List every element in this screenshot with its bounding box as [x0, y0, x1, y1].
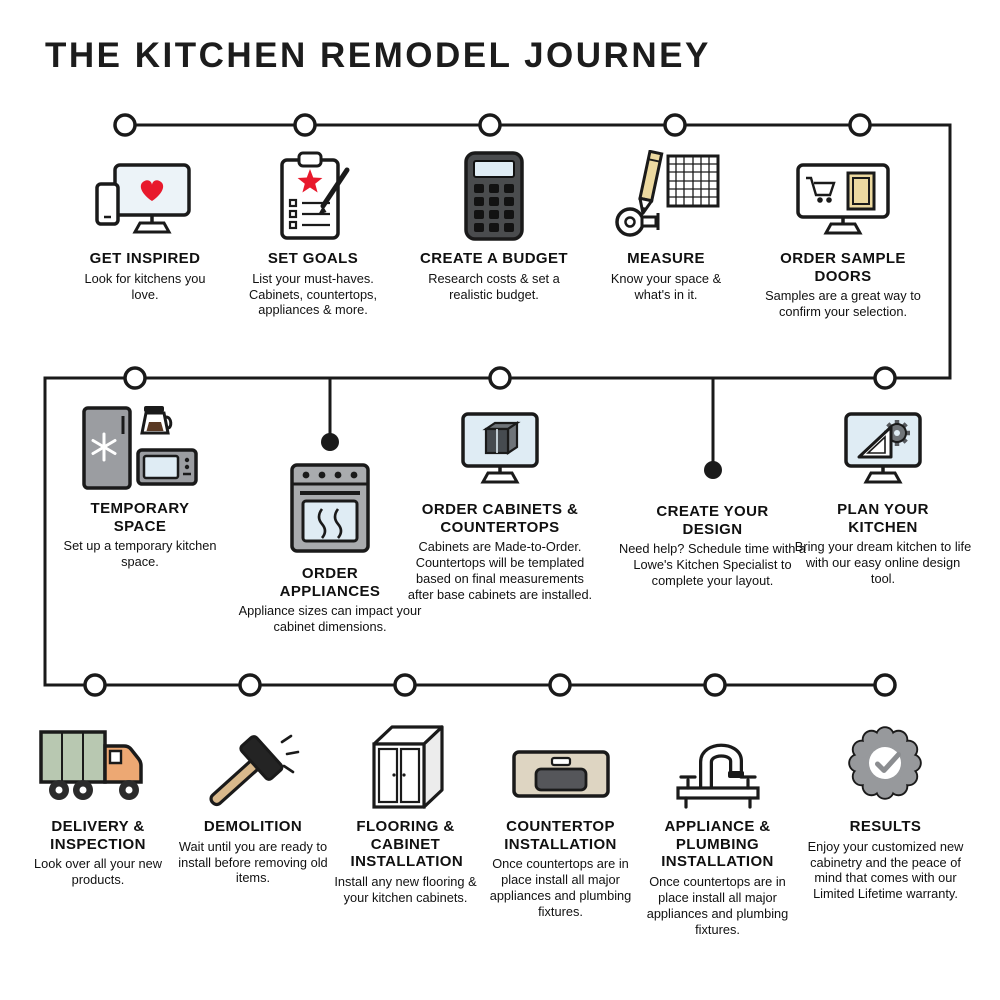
step-desc: Set up a temporary kitchen space. [63, 538, 217, 570]
step-desc: Research costs & set a realistic budget. [428, 270, 560, 302]
monitor-cart-door-icon [793, 146, 893, 242]
step-desc: Once countertops are in place install al… [489, 856, 632, 919]
step-title: ORDER APPLIANCES [279, 565, 381, 600]
warranty-badge-icon [838, 710, 934, 810]
step-title: ORDER SAMPLE DOORS [780, 250, 906, 285]
step-plan-your-kitchen: PLAN YOUR KITCHEN Bring your dream kitch… [793, 405, 973, 587]
step-desc: Look for kitchens you love. [84, 270, 206, 302]
step-order-cabinets-countertops: ORDER CABINETS & COUNTERTOPS Cabinets ar… [405, 405, 595, 603]
faucet-icon [668, 710, 768, 810]
step-desc: Appliance sizes can impact your cabinet … [238, 603, 422, 635]
step-desc: Bring your dream kitchen to life with ou… [794, 539, 972, 587]
countertop-sink-icon [509, 710, 613, 810]
step-desc: Once countertops are in place install al… [646, 874, 789, 937]
step-desc: Cabinets are Made-to-Order. Countertops … [407, 539, 593, 602]
step-title: DEMOLITION [203, 818, 303, 835]
step-desc: Need help? Schedule time with a Lowe's K… [618, 541, 807, 589]
step-title: GET INSPIRED [89, 250, 201, 267]
step-set-goals: SET GOALS List your must-haves. Cabinets… [233, 146, 393, 318]
step-desc: Enjoy your customized new cabinetry and … [807, 838, 964, 902]
step-demolition: DEMOLITION Wait until you are ready to i… [173, 710, 333, 886]
monitor-heart-icon [95, 146, 195, 242]
monitor-cabinet-icon [450, 405, 550, 493]
step-title: RESULTS [849, 818, 922, 835]
step-title: ORDER CABINETS & COUNTERTOPS [421, 501, 579, 536]
fridge-coffee-microwave-icon [80, 400, 200, 492]
step-create-your-design: CREATE YOUR DESIGN Need help? Schedule t… [615, 503, 810, 589]
step-title: CREATE A BUDGET [420, 250, 568, 267]
step-measure: MEASURE Know your space & what's in it. [596, 146, 736, 302]
clipboard-star-icon [270, 146, 356, 242]
step-results: RESULTS Enjoy your customized new cabine… [798, 710, 973, 902]
step-desc: Install any new flooring & your kitchen … [334, 874, 477, 905]
step-create-budget: CREATE A BUDGET Research costs & set a r… [414, 146, 574, 302]
step-title: CREATE YOUR DESIGN [656, 503, 769, 538]
step-desc: List your must-haves. Cabinets, countert… [248, 270, 378, 318]
measuring-tools-icon [610, 146, 722, 242]
step-order-appliances: ORDER APPLIANCES Appliance sizes can imp… [225, 455, 435, 635]
step-desc: Samples are a great way to confirm your … [765, 288, 921, 320]
step-get-inspired: GET INSPIRED Look for kitchens you love. [70, 146, 220, 302]
monitor-ruler-gear-icon [833, 405, 933, 493]
range-oven-icon [286, 455, 374, 557]
step-title: SET GOALS [267, 250, 359, 267]
step-countertop-installation: COUNTERTOP INSTALLATION Once countertops… [483, 710, 638, 920]
step-desc: Look over all your new products. [33, 856, 163, 888]
step-order-sample-doors: ORDER SAMPLE DOORS Samples are a great w… [758, 146, 928, 320]
step-flooring-cabinet-installation: FLOORING & CABINET INSTALLATION Install … [333, 710, 478, 906]
step-delivery-inspection: DELIVERY & INSPECTION Look over all your… [28, 710, 168, 888]
calculator-icon [459, 146, 529, 242]
step-title: PLAN YOUR KITCHEN [837, 501, 929, 536]
step-desc: Wait until you are ready to install befo… [178, 838, 328, 886]
step-title: FLOORING & CABINET INSTALLATION [350, 818, 464, 871]
kitchen-cabinet-icon [358, 710, 454, 810]
step-title: COUNTERTOP INSTALLATION [504, 818, 617, 853]
step-desc: Know your space & what's in it. [610, 270, 722, 302]
step-appliance-plumbing-installation: APPLIANCE & PLUMBING INSTALLATION Once c… [640, 710, 795, 938]
page-title: THE KITCHEN REMODEL JOURNEY [45, 36, 711, 75]
sledgehammer-icon [198, 710, 308, 810]
delivery-truck-icon [37, 710, 159, 810]
step-title: MEASURE [627, 250, 705, 267]
step-title: DELIVERY & INSPECTION [50, 818, 146, 853]
step-title: TEMPORARY SPACE [90, 500, 190, 535]
step-temporary-space: TEMPORARY SPACE Set up a temporary kitch… [55, 400, 225, 570]
step-title: APPLIANCE & PLUMBING INSTALLATION [661, 818, 774, 871]
